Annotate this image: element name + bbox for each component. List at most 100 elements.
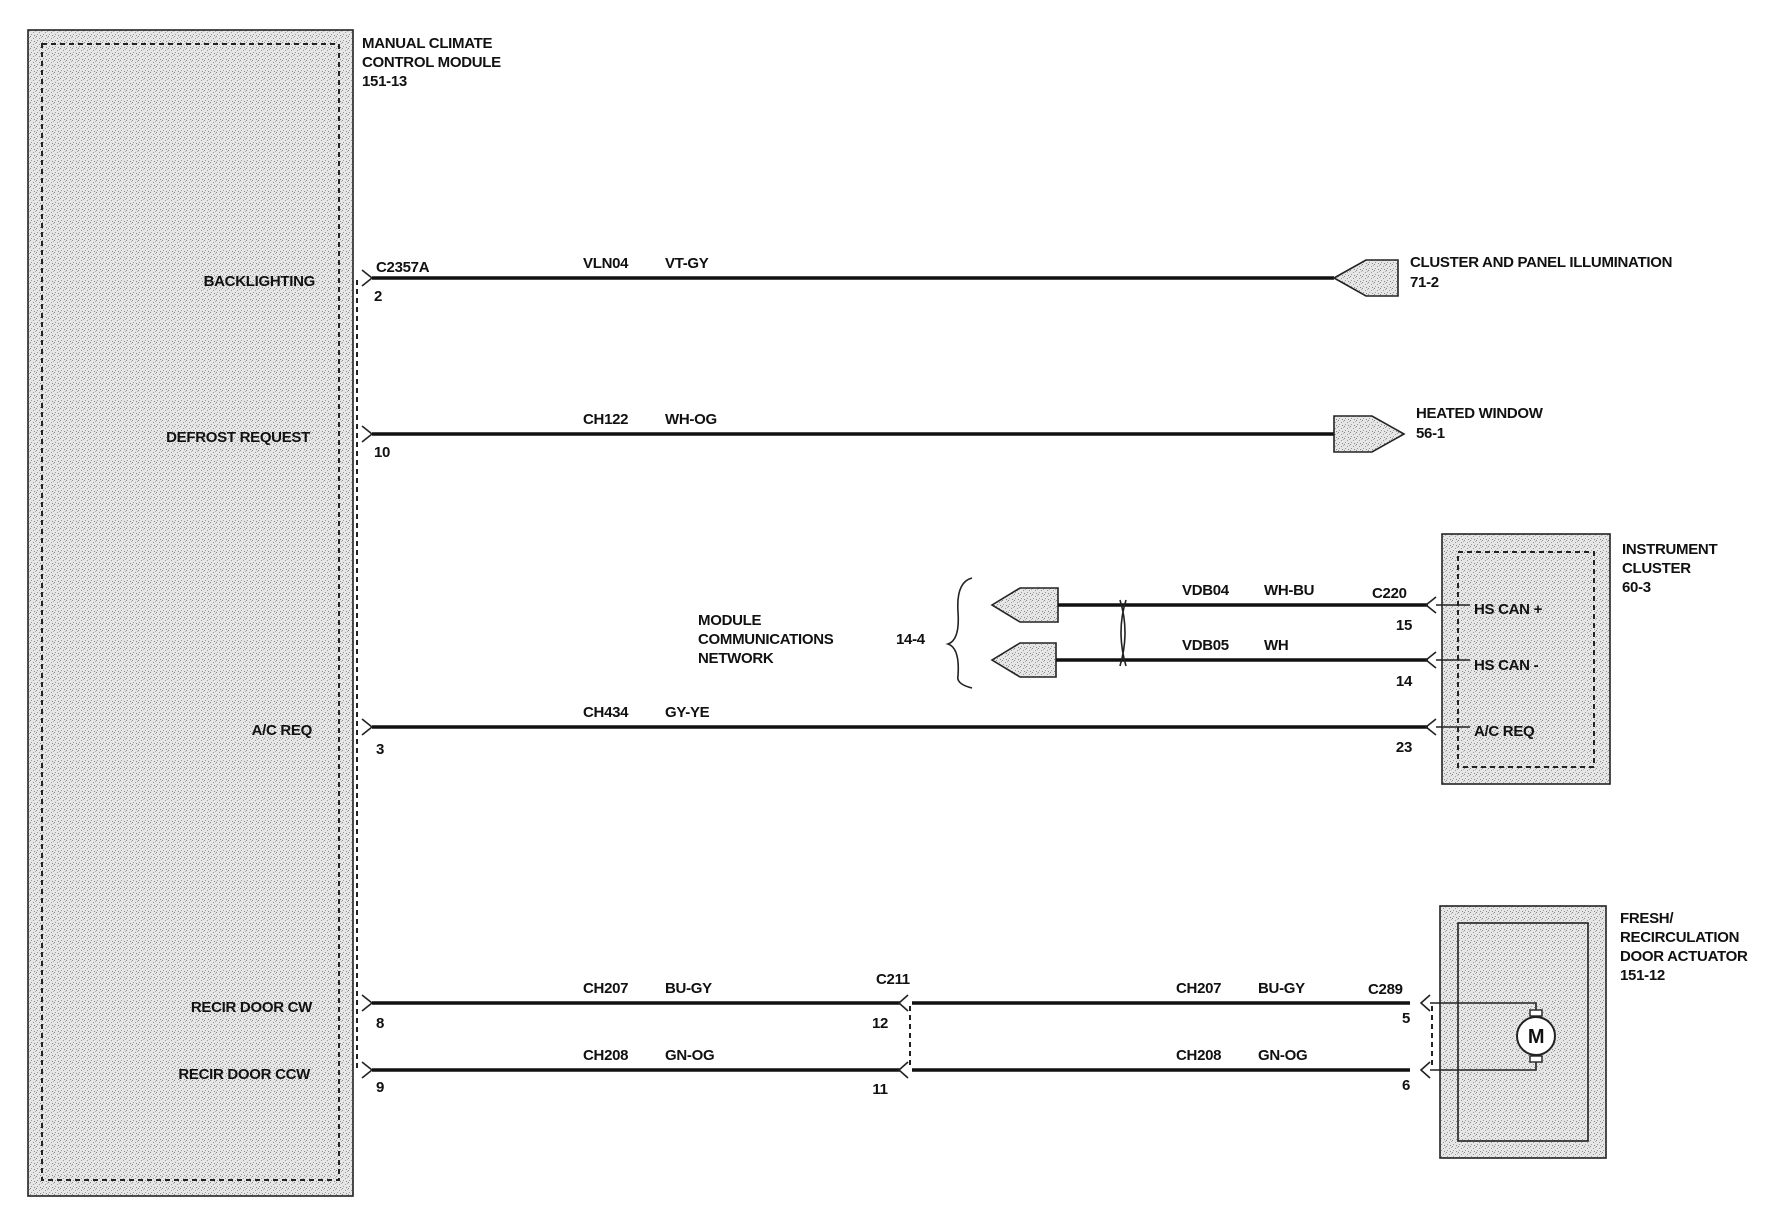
chevron-icon <box>1419 1061 1431 1079</box>
actuator-name-line2: RECIRCULATION <box>1620 929 1739 946</box>
wire-color: VT-GY <box>665 255 709 272</box>
cluster-name-line2: CLUSTER <box>1622 560 1691 577</box>
cluster-body <box>1441 533 1611 785</box>
module-communications-network: MODULE COMMUNICATIONS NETWORK 14-4 <box>698 577 1059 689</box>
mcn-line3: NETWORK <box>698 650 774 667</box>
climate-control-module: MANUAL CLIMATE CONTROL MODULE 151-13 C23… <box>27 29 501 1197</box>
actuator-pin-ccw: 6 <box>1402 1077 1410 1094</box>
wire-color: WH-BU <box>1264 582 1314 599</box>
pin-label-backlighting: BACKLIGHTING <box>204 273 315 290</box>
module-inner-outline <box>41 43 340 1181</box>
page-ref-connector-icon <box>990 642 1057 678</box>
pin-label-defrost: DEFROST REQUEST <box>166 429 310 446</box>
chevron-icon <box>361 994 374 1012</box>
page-ref-connector-icon <box>1333 415 1406 453</box>
inline-pin-ccw: 11 <box>872 1081 887 1098</box>
wire-defrost: CH122 WH-OG HEATED WINDOW 56-1 <box>372 405 1544 453</box>
wire-hs-can-plus: VDB04 WH-BU <box>1058 582 1428 607</box>
wire-color: GY-YE <box>665 704 710 721</box>
wire-recir-ccw: CH208 GN-OG CH208 GN-OG <box>372 1047 1410 1072</box>
module-body <box>27 29 354 1197</box>
module-connector-label: C2357A <box>376 259 430 276</box>
wire-circuit: VDB05 <box>1182 637 1229 654</box>
actuator-inner-outline <box>1457 922 1589 1142</box>
motor-brush-bottom <box>1529 1055 1543 1063</box>
chevron-icon <box>1424 651 1437 669</box>
wire-circuit: CH208 <box>1176 1047 1221 1064</box>
actuator-connector-label: C289 <box>1368 981 1403 998</box>
ref-heated-window-name: HEATED WINDOW <box>1416 405 1544 422</box>
wire-color: BU-GY <box>665 980 712 997</box>
ref-cluster-panel-ref: 71-2 <box>1410 274 1439 291</box>
wire-circuit: VDB04 <box>1182 582 1230 599</box>
pin-number-recir-cw: 8 <box>376 1015 384 1032</box>
inline-connector-c211: C211 12 11 <box>872 971 911 1098</box>
cluster-ref: 60-3 <box>1622 579 1651 596</box>
pin-label-ac-req: A/C REQ <box>252 722 313 739</box>
wire-circuit: VLN04 <box>583 255 629 272</box>
wire-hs-can-minus: VDB05 WH <box>1056 637 1428 662</box>
pin-label-recir-cw: RECIR DOOR CW <box>191 999 313 1016</box>
twisted-pair-icon <box>1119 599 1127 667</box>
chevron-icon <box>897 994 909 1012</box>
chevron-icon <box>361 269 374 287</box>
chevron-icon <box>361 1061 374 1079</box>
cluster-pin-label-can-minus: HS CAN - <box>1474 657 1539 674</box>
wire-color: GN-OG <box>1258 1047 1307 1064</box>
wire-recir-cw: CH207 BU-GY CH207 BU-GY <box>372 980 1410 1005</box>
cluster-pin-number-can-plus: 15 <box>1396 617 1412 634</box>
brace-icon <box>945 577 973 689</box>
module-name-line2: CONTROL MODULE <box>362 54 501 71</box>
wire-ac-req: CH434 GY-YE <box>372 704 1428 729</box>
wire-color: WH-OG <box>665 411 717 428</box>
mcn-ref: 14-4 <box>896 631 926 648</box>
inline-pin-cw: 12 <box>872 1015 888 1032</box>
wire-color: GN-OG <box>665 1047 714 1064</box>
mcn-line2: COMMUNICATIONS <box>698 631 834 648</box>
pin-number-defrost: 10 <box>374 444 390 461</box>
pin-label-recir-ccw: RECIR DOOR CCW <box>178 1066 311 1083</box>
wire-circuit: CH122 <box>583 411 628 428</box>
cluster-name-line1: INSTRUMENT <box>1622 541 1717 558</box>
cluster-pin-number-can-minus: 14 <box>1396 673 1413 690</box>
inline-connector-name: C211 <box>876 971 910 988</box>
instrument-cluster: INSTRUMENT CLUSTER 60-3 C220 HS CAN + HS… <box>1372 533 1718 785</box>
cluster-pin-label-ac-req: A/C REQ <box>1474 723 1535 740</box>
actuator-name-line3: DOOR ACTUATOR <box>1620 948 1748 965</box>
wire-circuit: CH208 <box>583 1047 628 1064</box>
module-name-line1: MANUAL CLIMATE <box>362 35 493 52</box>
page-ref-connector-icon <box>990 587 1059 623</box>
wire-circuit: CH207 <box>1176 980 1221 997</box>
motor-brush-top <box>1529 1009 1543 1017</box>
cluster-connector-label: C220 <box>1372 585 1407 602</box>
pin-number-recir-ccw: 9 <box>376 1079 384 1096</box>
pin-number-ac-req: 3 <box>376 741 384 758</box>
module-ref: 151-13 <box>362 73 407 90</box>
wire-backlighting: VLN04 VT-GY CLUSTER AND PANEL ILLUMINATI… <box>372 254 1672 297</box>
wire-color: BU-GY <box>1258 980 1305 997</box>
chevron-icon <box>1424 718 1437 736</box>
door-actuator: FRESH/ RECIRCULATION DOOR ACTUATOR 151-1… <box>1368 905 1748 1159</box>
actuator-ref: 151-12 <box>1620 967 1665 984</box>
module-pin-chevrons <box>361 269 374 1079</box>
chevron-icon <box>361 425 374 443</box>
wire-circuit: CH434 <box>583 704 629 721</box>
chevron-icon <box>1419 994 1431 1012</box>
actuator-pin-cw: 5 <box>1402 1010 1410 1027</box>
cluster-pin-label-can-plus: HS CAN + <box>1474 601 1543 618</box>
ref-heated-window-ref: 56-1 <box>1416 425 1445 442</box>
wire-color: WH <box>1264 637 1288 654</box>
wire-circuit: CH207 <box>583 980 628 997</box>
chevron-icon <box>897 1061 909 1079</box>
ref-cluster-panel-name: CLUSTER AND PANEL ILLUMINATION <box>1410 254 1672 271</box>
cluster-pin-number-ac-req: 23 <box>1396 739 1412 756</box>
motor-icon <box>1516 1016 1556 1056</box>
page-ref-connector-icon <box>1332 259 1399 297</box>
motor-symbol: M <box>1528 1026 1544 1048</box>
pin-number-backlighting: 2 <box>374 288 382 305</box>
chevron-icon <box>361 718 374 736</box>
chevron-icon <box>1424 596 1437 614</box>
mcn-line1: MODULE <box>698 612 761 629</box>
